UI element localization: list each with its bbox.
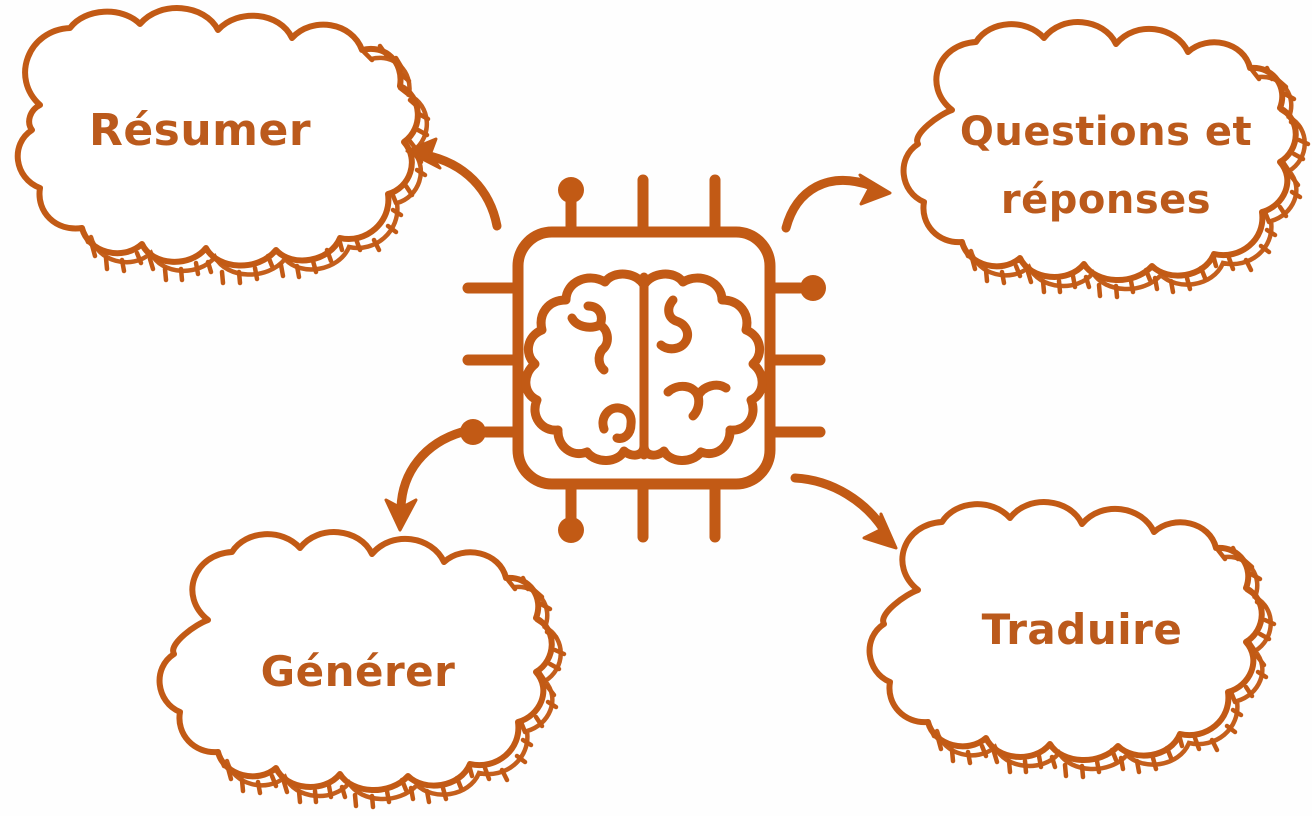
chip-pin-dot-right-top [800,275,826,301]
cloud-resumer[interactable]: Résumer [14,5,431,286]
brain-right-hemisphere [639,269,767,465]
cloud-traduire[interactable]: Traduire [866,499,1277,780]
chip-pins-bottom [565,480,721,543]
cloud-generer[interactable]: Générer [156,529,567,810]
cloud-generer-label: Générer [261,647,456,696]
brain-fold-right-upper [656,295,693,354]
cloud-resumer-label: Résumer [89,105,311,156]
brain-fold-left-lower [598,403,636,443]
brain-icon [521,269,767,465]
cloud-questions-shading [961,65,1311,300]
chip-pin-dot-bottom-left [558,517,584,543]
chip-pin-dot-top-left [558,177,584,203]
cloud-resumer-outline [14,5,421,269]
cloud-questions-outline [900,19,1299,283]
cloud-traduire-shading [927,545,1277,780]
brain-left-hemisphere [521,269,649,465]
cloud-questions-label-line2: réponses [1001,177,1211,223]
brain-fold-right-lower-branch [693,380,731,401]
chip-pin-dot-left-bottom [460,419,486,445]
cloud-generer-outline [156,529,555,793]
arrow-to-resumer [405,137,502,231]
arrow-to-questions [781,173,892,233]
cloud-generer-shading [217,575,567,810]
cloud-traduire-outline [866,499,1265,763]
brain-fold-left-upper [583,301,612,375]
cloud-traduire-label: Traduire [982,605,1183,654]
cloud-questions-reponses[interactable]: Questions et réponses [900,19,1311,300]
cloud-questions-label-line1: Questions et [960,109,1252,155]
ai-brain-chip-icon[interactable] [460,174,826,543]
brain-fold-left-upper-branch [567,313,605,332]
arrow-to-generer [384,427,467,532]
arrow-to-traduire [790,473,898,550]
